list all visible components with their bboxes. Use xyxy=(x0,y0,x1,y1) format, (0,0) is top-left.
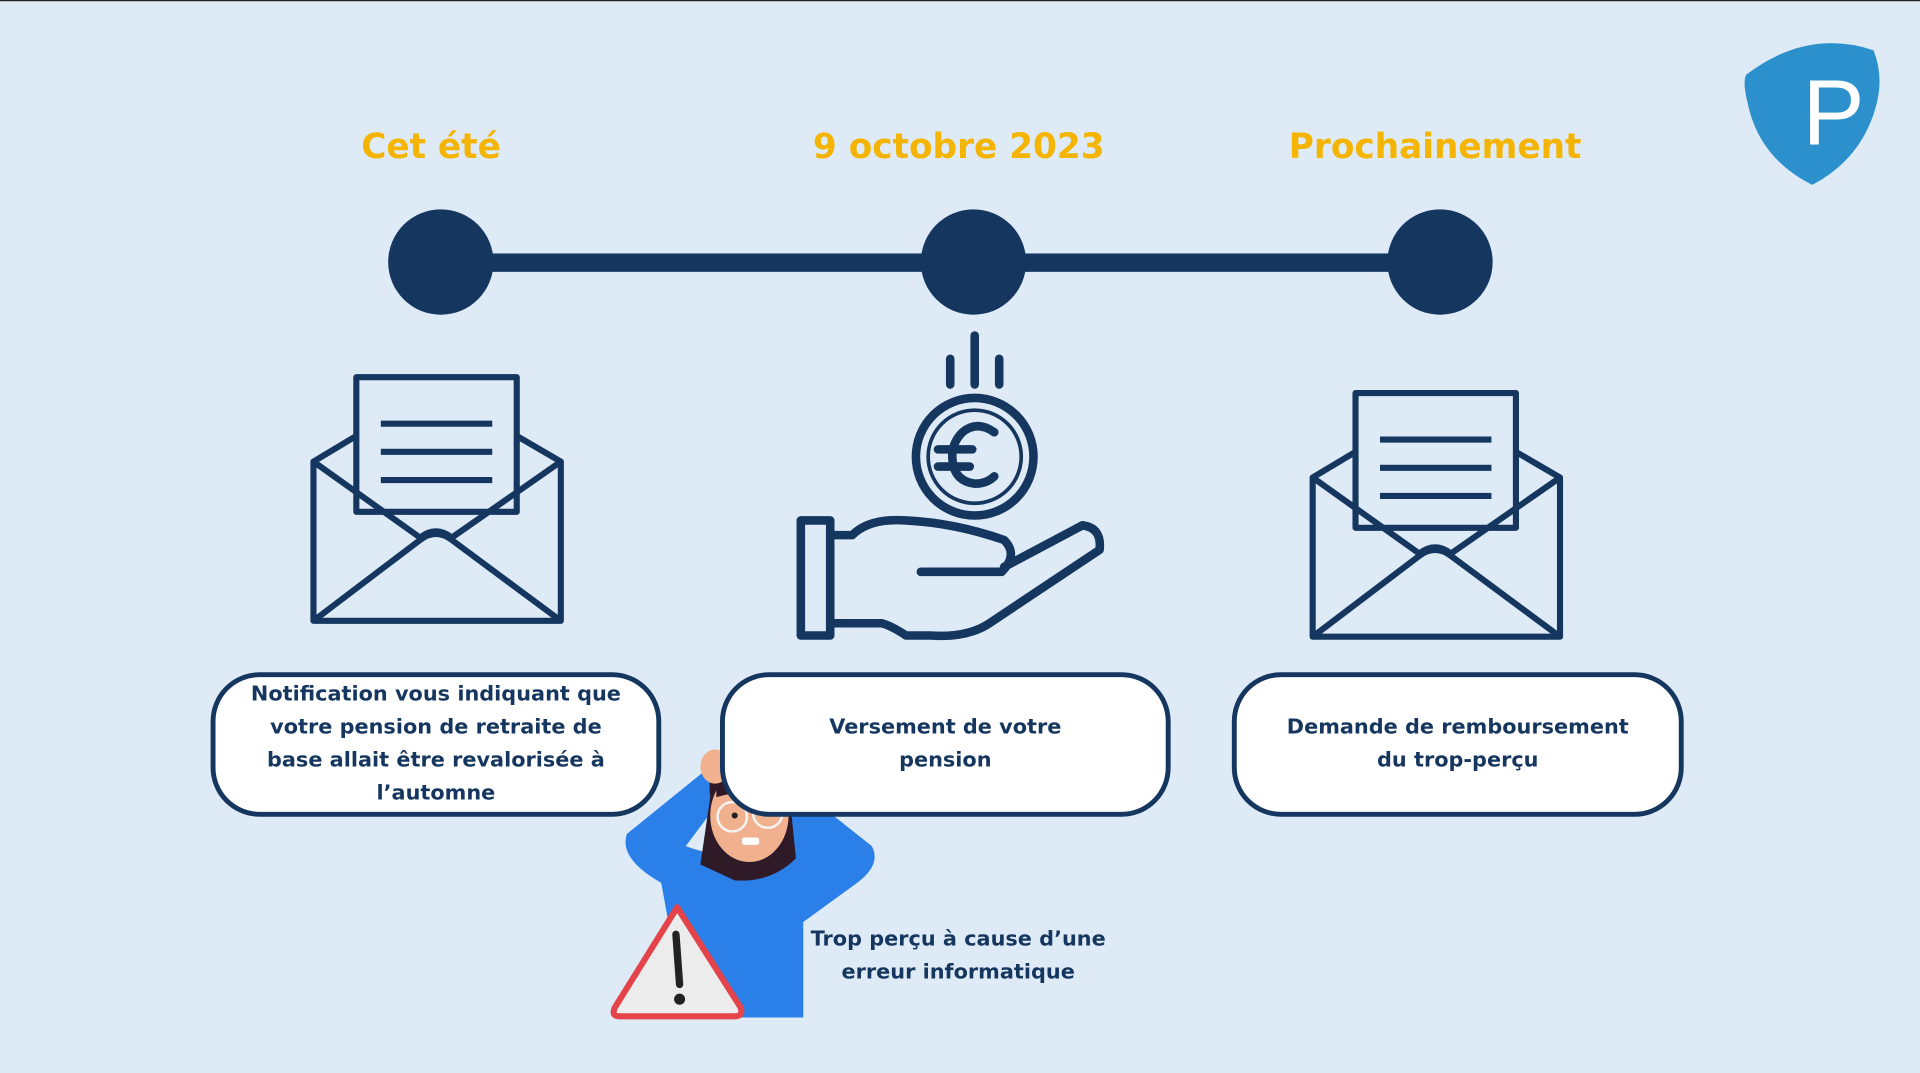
timeline-dot-2 xyxy=(920,209,1027,315)
warning-caption: Trop perçu à cause d’une erreur informat… xyxy=(810,926,1106,985)
open-envelope-icon xyxy=(310,374,564,624)
timeline-date-1: Cet été xyxy=(361,126,501,167)
card-text: Versement de votre pension xyxy=(829,715,1062,773)
logo: P xyxy=(1744,43,1880,185)
timeline-date-2: 9 octobre 2023 xyxy=(812,126,1105,167)
timeline-date-3: Prochainement xyxy=(1288,126,1582,167)
card-text: Notification vous indiquant que votre pe… xyxy=(250,682,621,806)
hand-euro-coin-icon xyxy=(796,331,1105,641)
timeline-card-1: Notification vous indiquant que votre pe… xyxy=(210,672,662,817)
warning-triangle-icon xyxy=(610,904,745,1020)
timeline-dot-3 xyxy=(1387,209,1493,315)
timeline-card-3: Demande de remboursement du trop-perçu xyxy=(1231,672,1684,817)
timeline-card-2: Versement de votre pension xyxy=(720,672,1171,817)
logo-letter: P xyxy=(1802,60,1864,164)
open-envelope-icon xyxy=(1309,390,1564,640)
card-text: Demande de remboursement du trop-perçu xyxy=(1286,715,1629,773)
timeline-line xyxy=(388,209,1493,315)
timeline-dot-1 xyxy=(388,209,494,315)
